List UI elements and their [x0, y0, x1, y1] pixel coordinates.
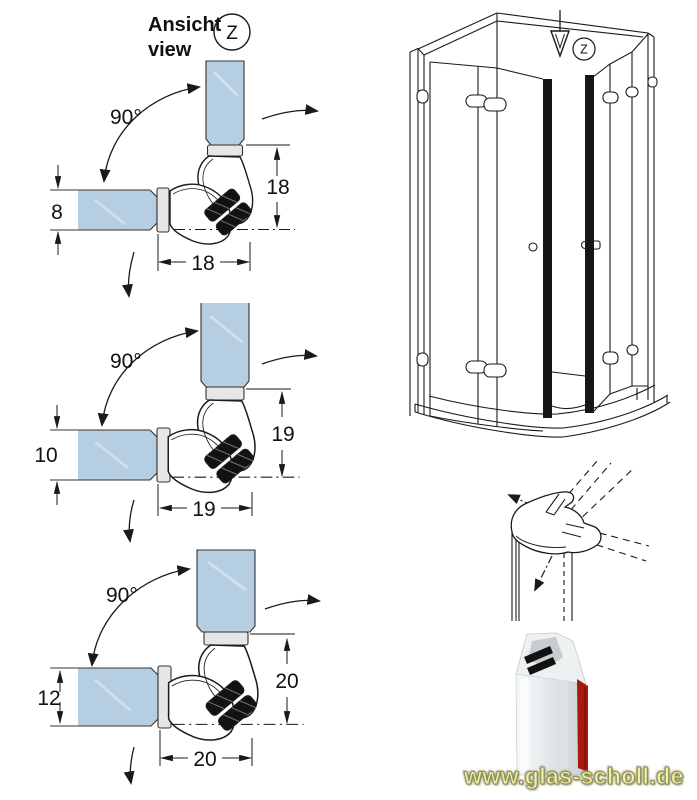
swing-direction-arrow [122, 251, 135, 299]
detail-marker-circle [213, 13, 251, 51]
dimension-height: 20 [250, 633, 299, 725]
seal-section-inner-arc [515, 535, 567, 548]
glass-panel-horizontal [78, 190, 157, 230]
swing-arc-90deg [97, 327, 200, 428]
dimension-width: 20 [159, 730, 253, 771]
swing-direction-arrow [261, 104, 320, 120]
dimension-height: 19 [246, 388, 295, 478]
swing-arc-90deg [99, 83, 202, 184]
shower-tray-rim-outer-top [414, 394, 669, 429]
watermark-url: www.glas-scholl.de [464, 763, 684, 790]
glass-plane-dashed-right [584, 529, 650, 562]
dimension-value: 10 [34, 444, 57, 467]
dimension-height: 18 [246, 144, 290, 229]
glass-edge-cap [205, 386, 245, 401]
view-label-de: Ansicht [148, 14, 222, 36]
glass-reflection [207, 560, 247, 592]
swing-direction-arrow [261, 349, 319, 365]
section-diagram-12mm: 90° 12 20 20 [37, 549, 322, 786]
dimension-value: 20 [275, 670, 298, 693]
angle-label: 90° [110, 350, 142, 373]
seal-glass-channel-right [561, 523, 585, 538]
door-knob-left [528, 242, 538, 252]
angle-label: 90° [110, 106, 142, 129]
detail-marker-circle [572, 37, 596, 61]
view-direction-arrow-inner [555, 33, 565, 50]
glass-panel-vertical [205, 60, 245, 146]
glass-panel-horizontal [78, 430, 157, 480]
view-direction-arrow-head [550, 30, 570, 59]
glass-edge-cap [206, 144, 244, 157]
top-rail-left [417, 12, 498, 70]
folding-door-pair-left [429, 61, 544, 427]
tray-inner-edge [551, 371, 586, 410]
dimension-value: 8 [51, 201, 63, 224]
section-diagram-8mm: 90° 8 18 18 [50, 60, 320, 299]
angle-label: 90° [106, 584, 138, 607]
corner-seal-strip-left [543, 79, 552, 418]
dimension-value: 19 [192, 498, 215, 521]
glass-edge-cap [203, 631, 249, 646]
profile-red-stripe [577, 679, 588, 772]
swing-direction-arrow [264, 594, 322, 610]
detail-marker-letter: Z [580, 43, 588, 57]
door-knob-right [580, 240, 590, 250]
dimension-thickness: 8 [51, 165, 63, 255]
glass-edge-cap [156, 187, 170, 233]
glass-panel-vertical [196, 549, 256, 633]
door-bottom-edge-right [592, 385, 648, 413]
hinge-fittings [416, 76, 658, 378]
profile-shading [553, 680, 568, 772]
dimension-value: 18 [191, 252, 214, 275]
glass-panel-horizontal [78, 668, 158, 726]
glass-reflection [94, 440, 129, 470]
glass-reflection [209, 314, 243, 344]
detail-marker-letter: Z [226, 23, 238, 44]
glass-reflection [94, 198, 126, 226]
swing-direction-arrow [123, 499, 135, 544]
dimension-width: 19 [157, 484, 253, 521]
dimension-value: 19 [271, 423, 294, 446]
dimension-thickness: 12 [37, 669, 64, 725]
swing-arc-90deg [87, 565, 192, 668]
dimension-value: 18 [266, 176, 289, 199]
view-label-en: view [148, 39, 192, 61]
glass-reflection [94, 678, 131, 712]
shower-tray-seams [414, 388, 668, 412]
profile-highlight [520, 678, 529, 772]
glass-reflection [212, 70, 240, 98]
glass-panel-vertical [201, 303, 249, 387]
magnet-strip [527, 657, 556, 675]
dimension-width: 18 [157, 234, 251, 275]
door-bottom-edge-left [429, 415, 544, 432]
wall-profile-left [409, 47, 425, 416]
dimension-value: 20 [193, 748, 216, 771]
product-photo-seal-profile [515, 632, 589, 776]
seal-extrusion-edges [511, 532, 573, 621]
section-diagram-10mm: 90° 10 19 19 [34, 303, 319, 544]
magnet-strip [524, 646, 553, 664]
shower-tray-rim-inner [428, 384, 656, 415]
folding-door-pair-right [592, 33, 649, 394]
door-knob-right-plate [590, 240, 601, 250]
shower-tray-rim-outer-bottom [414, 401, 671, 438]
corner-seal-strip-right [585, 75, 594, 413]
swing-direction-arrow [123, 746, 135, 786]
dimension-value: 12 [37, 687, 60, 710]
motion-arrow-in [534, 555, 553, 592]
top-rail-right [496, 12, 649, 38]
view-callout: Ansicht view Z [148, 13, 251, 61]
seal-detail-sketch [507, 460, 650, 621]
dimension-thickness: 10 [34, 405, 61, 505]
wall-profile-right [647, 32, 655, 402]
seal-section-outline [510, 491, 602, 555]
seal-glass-channel-upper [545, 493, 566, 516]
shower-enclosure-isometric: Z [409, 10, 671, 438]
